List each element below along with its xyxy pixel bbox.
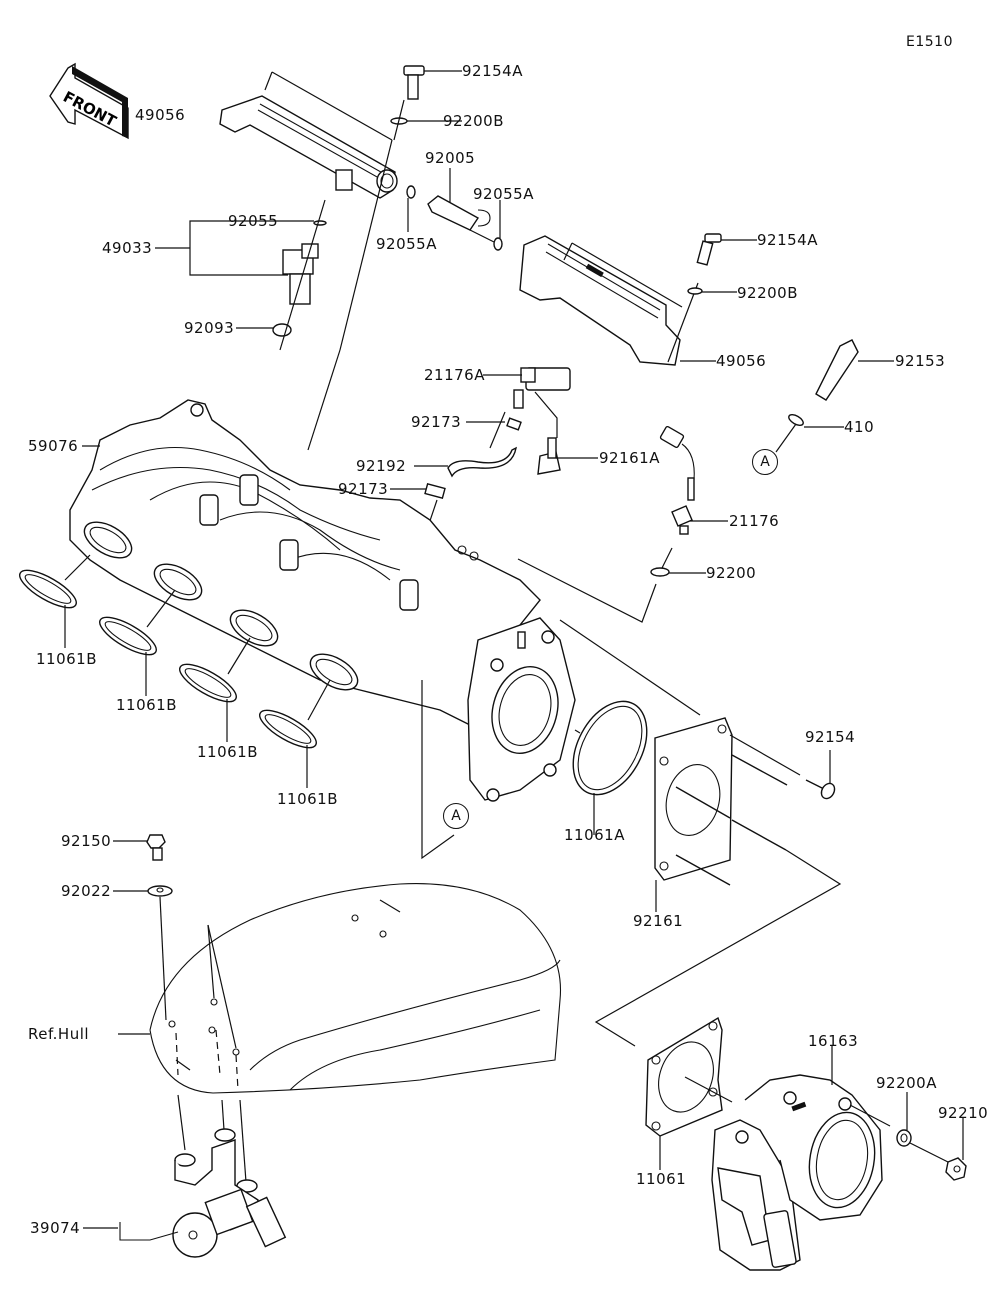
- part-label-21176[interactable]: 21176: [729, 512, 780, 530]
- ref-marker-a: A: [443, 803, 469, 829]
- part-label-11061[interactable]: 11061: [636, 1170, 687, 1188]
- part-label-ref-hull[interactable]: Ref.Hull: [28, 1025, 90, 1043]
- ref-hull: [118, 883, 562, 1183]
- part-label-92200A[interactable]: 92200A: [876, 1074, 937, 1092]
- throttle-body-16163: [711, 1046, 883, 1271]
- part-label-92200B[interactable]: 92200B: [737, 284, 799, 302]
- part-label-11061B[interactable]: 11061B: [277, 790, 339, 808]
- sensor-21176A-group: [390, 367, 598, 581]
- part-label-39074[interactable]: 39074: [30, 1219, 81, 1237]
- part-label-92173[interactable]: 92173: [411, 413, 462, 431]
- part-label-92005[interactable]: 92005: [425, 149, 476, 167]
- part-label-49056[interactable]: 49056: [135, 106, 186, 124]
- front-arrow-icon: FRONT: [49, 62, 129, 140]
- ref-marker-a: A: [752, 449, 778, 475]
- part-label-11061B[interactable]: 11061B: [36, 650, 98, 668]
- part-label-21176A[interactable]: 21176A: [424, 366, 485, 384]
- part-label-92093[interactable]: 92093: [184, 319, 235, 337]
- diagram-code: E1510: [906, 34, 953, 50]
- intake-manifold-59076: [69, 399, 576, 802]
- part-label-92154[interactable]: 92154: [805, 728, 856, 746]
- part-label-92161[interactable]: 92161: [633, 912, 684, 930]
- fuel-rail-left: [219, 95, 398, 199]
- ring-11061A: [572, 700, 648, 835]
- fuel-injector-49033: [155, 199, 327, 351]
- gasket-11061: [645, 1016, 723, 1170]
- part-label-11061A[interactable]: 11061A: [564, 826, 625, 844]
- part-label-92022[interactable]: 92022: [61, 882, 112, 900]
- bolt-92154A-top: [390, 65, 462, 141]
- fuel-rail-right: [519, 235, 716, 366]
- part-label-16163[interactable]: 16163: [808, 1032, 859, 1050]
- part-label-49033[interactable]: 49033: [102, 239, 153, 257]
- part-label-92153[interactable]: 92153: [895, 352, 946, 370]
- part-label-92200B[interactable]: 92200B: [443, 112, 505, 130]
- part-label-59076[interactable]: 59076: [28, 437, 79, 455]
- bolt-92154: [805, 750, 836, 800]
- part-label-410[interactable]: 410: [844, 418, 875, 436]
- part-label-92200[interactable]: 92200: [706, 564, 757, 582]
- part-label-92055A[interactable]: 92055A: [473, 185, 534, 203]
- part-label-92154A[interactable]: 92154A: [757, 231, 818, 249]
- part-label-92055[interactable]: 92055: [228, 212, 279, 230]
- part-label-92173[interactable]: 92173: [338, 480, 389, 498]
- bolt-92150: [113, 834, 173, 897]
- bolt-92154A-right: [687, 233, 757, 295]
- part-label-92161A[interactable]: 92161A: [599, 449, 660, 467]
- washer-92200A: [896, 1092, 951, 1164]
- part-label-49056[interactable]: 49056: [716, 352, 767, 370]
- part-label-92210[interactable]: 92210: [938, 1104, 989, 1122]
- part-label-92192[interactable]: 92192: [356, 457, 407, 475]
- part-label-92154A[interactable]: 92154A: [462, 62, 523, 80]
- adapter-plate-92161: [594, 717, 842, 1047]
- nut-92210: [945, 1117, 967, 1181]
- gasket-11061B-group: [19, 569, 317, 788]
- part-label-11061B[interactable]: 11061B: [197, 743, 259, 761]
- joint-92005: [406, 168, 503, 251]
- part-label-11061B[interactable]: 11061B: [116, 696, 178, 714]
- sensor-39074: [83, 1128, 287, 1258]
- bolt-92153: [775, 339, 894, 453]
- part-label-92150[interactable]: 92150: [61, 832, 112, 850]
- sensor-21176: [517, 425, 728, 623]
- part-label-92055A[interactable]: 92055A: [376, 235, 437, 253]
